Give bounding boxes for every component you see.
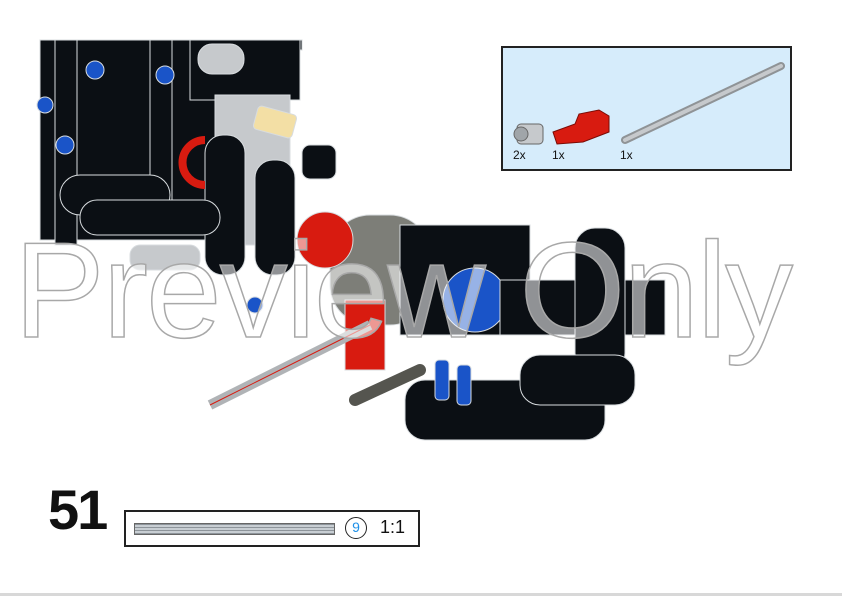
part-quantity: 1x	[620, 148, 633, 162]
model-illustration	[36, 39, 666, 441]
axle-icon	[134, 523, 335, 535]
page-divider	[0, 593, 842, 596]
part-quantity: 1x	[552, 148, 565, 162]
parts-illustration	[513, 62, 785, 145]
assembly-render	[36, 39, 666, 441]
watermark: Preview Only	[13, 214, 794, 366]
bush-icon	[513, 123, 544, 145]
axle-icon	[621, 62, 785, 144]
step-number: 51	[48, 478, 108, 541]
steering-arm-icon	[552, 109, 610, 145]
drive-assembly	[207, 211, 666, 441]
frame-structure	[36, 39, 337, 314]
scale-label: 1:1	[380, 517, 406, 537]
axle-length-guide: 9 1:1	[124, 510, 420, 547]
parts-callout: 2x 1x 1x	[501, 46, 792, 171]
part-quantity: 2x	[513, 148, 526, 162]
axle-length-badge: 9	[345, 517, 367, 539]
